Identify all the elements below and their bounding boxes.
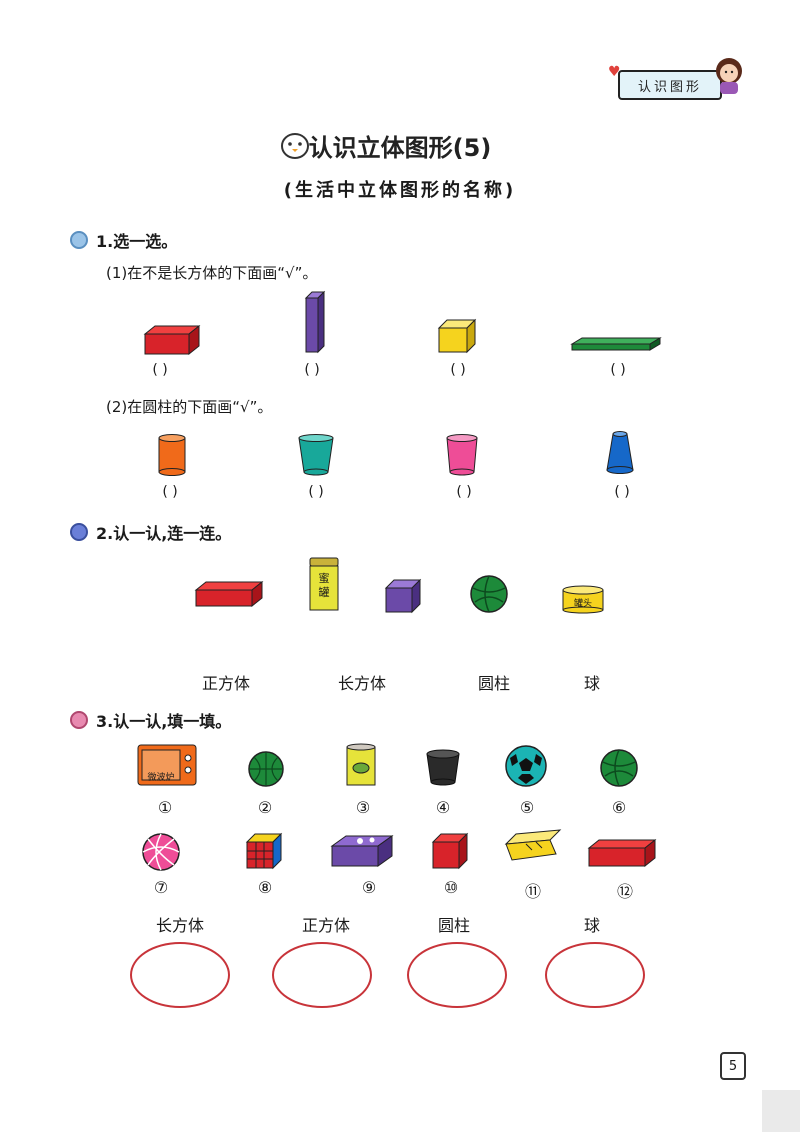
red-cuboid-object[interactable]: [194, 580, 266, 610]
bullet-icon: [70, 523, 88, 541]
q2-heading: 2.认一认,连一连。: [70, 520, 231, 544]
rubiks-cube-object[interactable]: [245, 832, 283, 870]
heart-icon: ♥: [608, 64, 621, 80]
item-number: ⑫: [616, 882, 633, 901]
soccer-ball-object[interactable]: [504, 744, 548, 788]
yellow-cube-shape: [437, 318, 477, 354]
can-object[interactable]: [346, 743, 376, 788]
section-tag: 认识图形: [618, 70, 722, 100]
answer-blank[interactable]: ( ): [162, 484, 178, 500]
answer-blank[interactable]: ( ): [450, 362, 466, 378]
item-number: ⑥: [611, 798, 627, 817]
volleyball-object[interactable]: [599, 748, 639, 788]
chick-icon: [281, 133, 309, 159]
bullet-icon: [70, 231, 88, 249]
honey-jar-icon: [309, 557, 339, 611]
item-number: ②: [257, 798, 273, 817]
item-number: ⑧: [257, 878, 273, 897]
item-number: ⑤: [519, 798, 535, 817]
answer-blank[interactable]: ( ): [610, 362, 626, 378]
answer-blank[interactable]: ( ): [304, 362, 320, 378]
answer-ellipse-cuboid[interactable]: [130, 942, 230, 1008]
jar-label: 蜜罐: [318, 572, 330, 599]
q3-label-cylinder: 圆柱: [437, 916, 470, 935]
q1-part2-instruction: (2)在圆柱的下面画“√”。: [106, 398, 273, 416]
answer-blank[interactable]: ( ): [614, 484, 630, 500]
basketball-object[interactable]: [247, 750, 285, 788]
purple-cube-object[interactable]: [384, 578, 422, 614]
green-flat-board-shape: [570, 337, 662, 351]
q2-label-cube[interactable]: 正方体: [201, 674, 250, 693]
q1-heading-text: 1.选一选。: [96, 232, 178, 251]
orange-cylinder-shape: [158, 434, 186, 476]
answer-blank[interactable]: ( ): [456, 484, 472, 500]
item-number: ①: [157, 798, 173, 817]
tin-can-icon: [562, 585, 604, 614]
bullet-icon: [70, 711, 88, 729]
purple-tall-prism-shape: [304, 290, 326, 354]
answer-blank[interactable]: ( ): [308, 484, 324, 500]
answer-ellipse-cube[interactable]: [272, 942, 372, 1008]
q2-label-cuboid[interactable]: 长方体: [337, 674, 386, 693]
answer-blank[interactable]: ( ): [152, 362, 168, 378]
item-number: ③: [355, 798, 371, 817]
page-number: 5: [720, 1052, 746, 1080]
teal-cup-shape: [298, 434, 334, 476]
q3-heading-text: 3.认一认,填一填。: [96, 712, 232, 731]
q3-heading: 3.认一认,填一填。: [70, 708, 231, 732]
green-ball-object[interactable]: [469, 574, 509, 614]
q3-label-cuboid: 长方体: [155, 916, 204, 935]
q2-heading-text: 2.认一认,连一连。: [96, 524, 232, 543]
q2-label-cylinder[interactable]: 圆柱: [477, 674, 510, 693]
yellow-tin-object[interactable]: 罐头: [561, 584, 605, 614]
microwave-icon: [137, 744, 197, 786]
answer-ellipse-cylinder[interactable]: [407, 942, 507, 1008]
page-title: 认识立体图形(5): [308, 134, 492, 162]
page-edge-decoration: [762, 1090, 800, 1132]
pot-object[interactable]: [425, 748, 461, 786]
blue-cup-shape: [606, 431, 634, 474]
item-number: ⑨: [361, 878, 377, 897]
item-number: ⑩: [443, 878, 459, 897]
box-object[interactable]: [330, 835, 394, 870]
microwave-object[interactable]: 微波炉: [137, 744, 197, 786]
q1-part1-instruction: (1)在不是长方体的下面画“√”。: [106, 264, 318, 282]
answer-ellipse-sphere[interactable]: [545, 942, 645, 1008]
item-number: ⑪: [524, 882, 541, 901]
red-cuboid-object[interactable]: [587, 838, 659, 870]
item-number: ④: [435, 798, 451, 817]
pink-cup-shape: [446, 434, 478, 476]
yellow-box-object[interactable]: [504, 829, 562, 864]
girl-avatar-icon: [716, 58, 742, 94]
q3-label-cube: 正方体: [301, 916, 350, 935]
page-subtitle: (生活中立体图形的名称): [283, 180, 517, 201]
tin-label: 罐头: [573, 599, 592, 609]
microwave-label: 微波炉: [147, 773, 175, 783]
candy-object[interactable]: [141, 832, 181, 872]
q3-label-sphere: 球: [583, 916, 600, 935]
red-cuboid-shape: [143, 324, 201, 356]
q2-label-sphere[interactable]: 球: [583, 674, 600, 693]
q1-heading: 1.选一选。: [70, 228, 177, 252]
item-number: ⑦: [153, 878, 169, 897]
red-cube-object[interactable]: [431, 832, 469, 870]
honey-jar-object[interactable]: 蜜罐: [308, 557, 340, 612]
